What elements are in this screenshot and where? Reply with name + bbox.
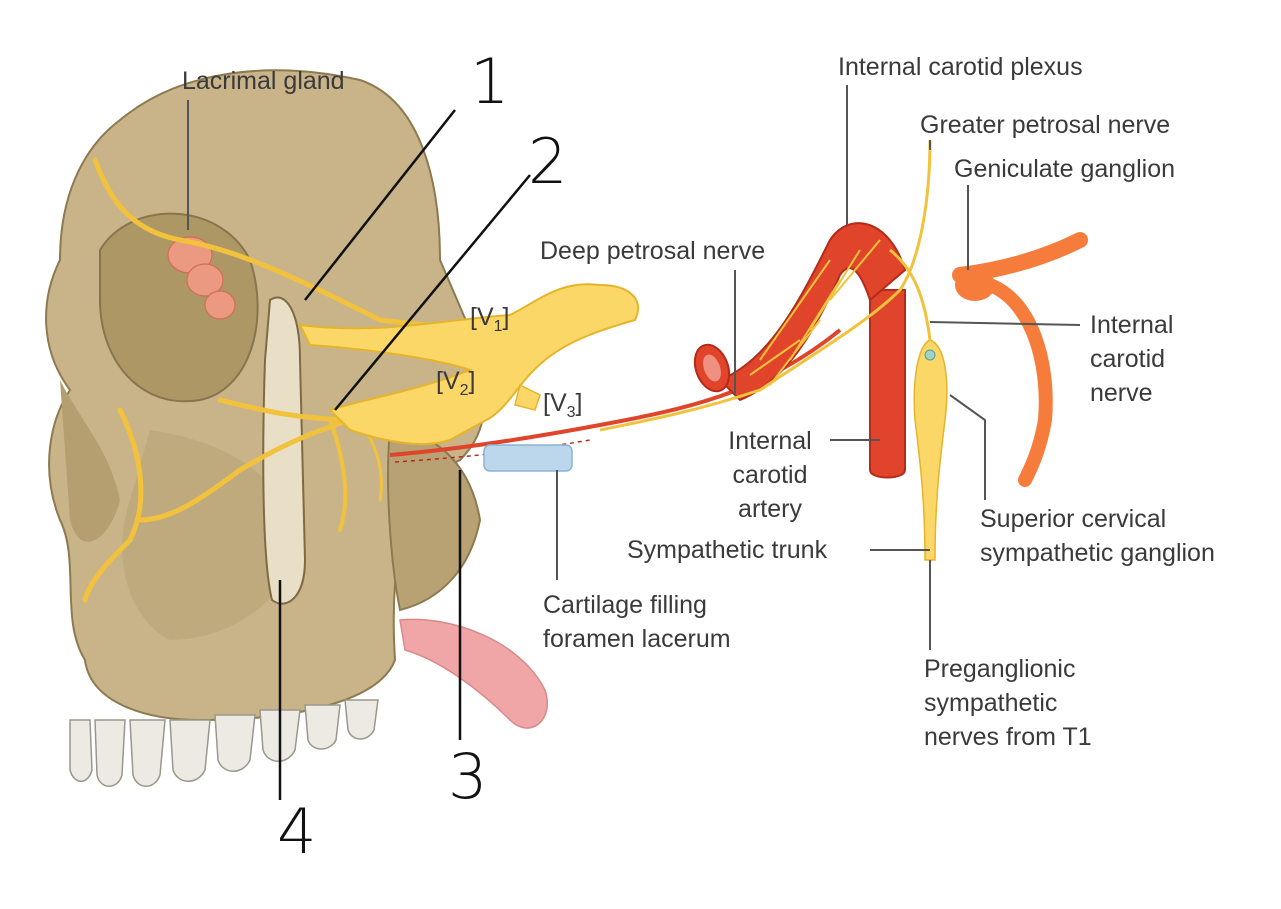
carotid-plexus-mesh [749,239,881,386]
carotid-lumen [703,354,721,382]
tooth [344,699,379,740]
trigeminal-ganglion-shape [298,283,640,446]
geniculate-ganglion-shape [955,269,995,301]
tooth [304,704,341,750]
tooth [169,719,211,782]
carotid-vertical [869,289,906,479]
label-lacrimal-gland: Lacrimal gland [182,67,345,95]
label-internal-carotid-artery: Internal carotid artery [728,427,812,523]
internal-carotid-artery-illustration [693,222,907,479]
label-geniculate-ganglion: Geniculate ganglion [954,155,1175,183]
leader-scg [949,394,986,500]
handwritten-pointers [278,109,531,800]
tongue [399,618,548,729]
sympathetic-trunk-illustration [889,248,948,561]
label-superior-cervical-ganglion: Superior cervical sympathetic ganglion [980,505,1215,567]
handwritten-number-4: 4 [277,795,317,868]
internal-carotid-nerve-line [889,248,932,341]
facial-nerve-illustration [952,232,1088,487]
superior-cervical-ganglion-shape [913,339,948,561]
gland-lobe [204,290,236,320]
facial-nerve-descending [983,278,1053,487]
label-deep-petrosal-nerve: Deep petrosal nerve [540,237,766,265]
label-greater-petrosal-nerve: Greater petrosal nerve [920,111,1171,139]
label-internal-carotid-nerve: Internal carotid nerve [1090,311,1174,407]
tooth [69,719,93,782]
orbit [99,212,259,403]
pterygoid-canal-dots [394,439,591,463]
leader-icn [929,321,1081,326]
label-sympathetic-trunk: Sympathetic trunk [627,536,828,564]
sphenoid-body [387,428,482,612]
handwritten-number-2: 2 [528,125,568,198]
label-v1: [V1] [470,303,510,335]
label-cartilage-foramen-lacerum: Cartilage filling foramen lacerum [543,591,731,653]
label-v3: [V3] [543,389,583,421]
zygomatic-branch [92,157,473,333]
label-internal-carotid-plexus: Internal carotid plexus [838,53,1083,81]
trunk-node [924,349,936,361]
label-preganglionic-nerves: Preganglionic sympathetic nerves from T1 [924,655,1092,751]
label-v2: [V2] [436,367,476,399]
handwritten-number-1: 1 [470,45,510,118]
tooth [94,719,126,787]
trigeminal-ganglion [298,283,640,446]
nasal-region [60,380,120,542]
tooth [129,719,166,787]
greater-petrosal-nerve-line [599,139,932,432]
pointer-2 [334,174,531,411]
v3-stub [514,383,541,411]
nerve-to-ganglion [328,418,348,532]
facial-branches [82,407,353,603]
tooth [214,714,256,772]
maxilla-shading [122,430,300,640]
teeth [69,699,379,787]
gland-lobe [186,263,224,297]
pointer-1 [304,109,456,301]
handwritten-number-3: 3 [448,740,488,813]
cartilage-block [483,444,573,472]
leader-lines [187,85,1081,650]
